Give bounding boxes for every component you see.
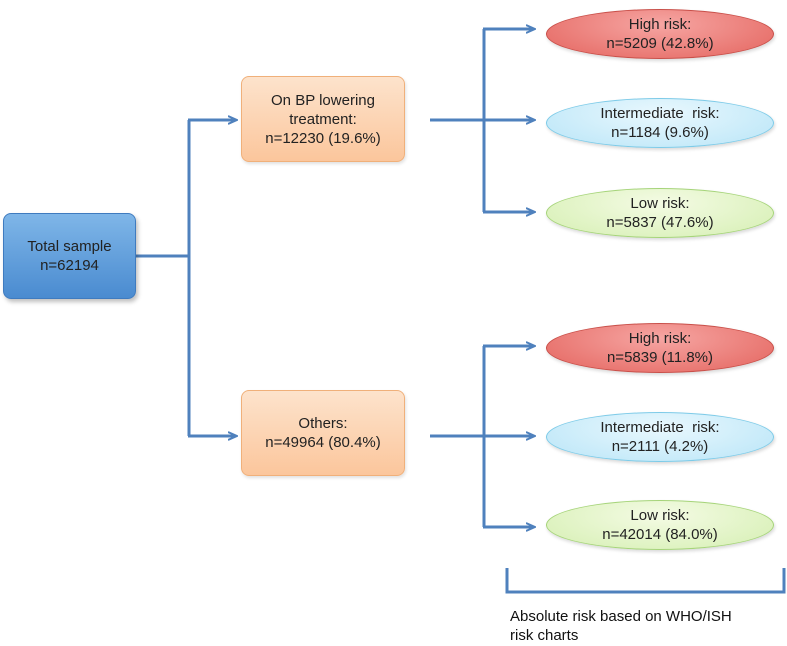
risk-label: Low risk: [630,507,690,524]
bp-low-risk-ellipse: Low risk: n=5837 (47.6%) [546,188,774,238]
others-low-risk-ellipse: Low risk: n=42014 (84.0%) [546,500,774,550]
others-intermediate-risk-ellipse: Intermediate risk: n=2111 (4.2%) [546,412,774,462]
bp-high-risk-ellipse: High risk: n=5209 (42.8%) [546,9,774,59]
others-high-risk-ellipse: High risk: n=5839 (11.8%) [546,323,774,373]
risk-label: High risk: [628,16,692,33]
others-box: Others: n=49964 (80.4%) [241,390,405,476]
others-count: n=49964 (80.4%) [265,434,381,451]
bracket-caption-line1: Absolute risk based on WHO/ISH [510,608,732,625]
bp-treatment-line1: On BP lowering [271,91,375,109]
bp-treatment-box: On BP lowering treatment: n=12230 (19.6%… [241,76,405,162]
risk-count: n=1184 (9.6%) [611,124,709,141]
risk-bracket [505,568,786,594]
others-group-connector [430,346,486,527]
bracket-caption: Absolute risk based on WHO/ISH risk char… [510,607,780,645]
bracket-caption-line2: risk charts [510,627,579,644]
risk-label: High risk: [628,330,692,347]
total-sample-label: Total sample [27,238,112,255]
risk-count: n=2111 (4.2%) [611,438,709,455]
bp-group-connector [430,29,486,212]
risk-count: n=5209 (42.8%) [606,35,714,52]
total-sample-count: n=62194 [40,257,99,274]
risk-count: n=5839 (11.8%) [606,349,714,366]
risk-count: n=42014 (84.0%) [602,526,718,543]
risk-label: Intermediate risk: [600,419,720,436]
bp-treatment-line2: treatment: [289,110,357,128]
total-connector [136,120,191,436]
total-sample-box: Total sample n=62194 [3,213,136,299]
risk-label: Low risk: [630,195,690,212]
bp-intermediate-risk-ellipse: Intermediate risk: n=1184 (9.6%) [546,98,774,148]
risk-count: n=5837 (47.6%) [606,214,714,231]
bp-treatment-count: n=12230 (19.6%) [265,129,381,147]
risk-label: Intermediate risk: [600,105,720,122]
others-label: Others: [298,415,348,432]
